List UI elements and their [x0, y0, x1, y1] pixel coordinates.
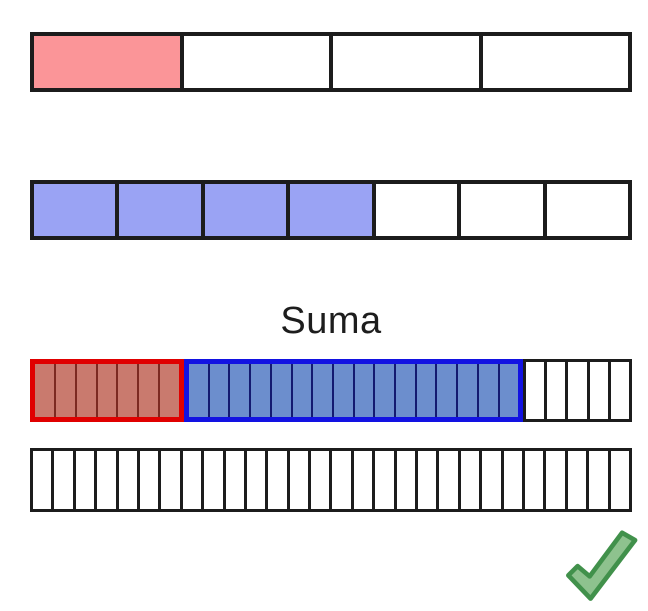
bar-cell — [461, 184, 547, 236]
bar-cell — [503, 451, 525, 509]
bar-cell — [160, 364, 180, 417]
bar-cell — [353, 451, 376, 509]
checkmark-icon — [556, 530, 640, 606]
bar-cell — [268, 451, 290, 509]
bar-cell — [547, 362, 569, 419]
bar-cell — [439, 451, 461, 509]
bar-cell — [139, 451, 162, 509]
bar-cell — [416, 364, 438, 417]
reference-bar-28-cells — [30, 448, 632, 512]
bar-cell — [396, 451, 419, 509]
bar-cell — [375, 184, 462, 236]
bar-cell — [437, 364, 459, 417]
fraction-bar-four-sevenths — [30, 180, 632, 240]
bar-cell — [546, 451, 568, 509]
bar-cell — [526, 362, 548, 419]
sum-bar-red-group — [30, 359, 184, 422]
bar-cell — [189, 364, 210, 417]
bar-cell — [333, 364, 355, 417]
bar-cell — [567, 451, 590, 509]
bar-cell — [499, 364, 519, 417]
bar-cell — [204, 451, 226, 509]
bar-cell — [33, 451, 55, 509]
bar-cell — [289, 451, 312, 509]
bar-cell — [460, 451, 483, 509]
checkmark-svg — [566, 530, 638, 601]
bar-cell — [119, 184, 205, 236]
bar-cell — [204, 184, 291, 236]
bar-cell — [55, 364, 77, 417]
bar-cell — [458, 364, 479, 417]
bar-cell — [251, 364, 272, 417]
bar-cell — [97, 451, 119, 509]
bar-cell — [271, 364, 293, 417]
sum-bar-empty-group — [523, 359, 632, 422]
bar-cell — [182, 451, 205, 509]
bar-cell — [333, 36, 483, 88]
bar-cell — [589, 451, 611, 509]
bar-cell — [375, 364, 397, 417]
bar-cell — [568, 362, 590, 419]
bar-cell — [311, 451, 333, 509]
bar-cell — [139, 364, 161, 417]
bar-cell — [524, 451, 547, 509]
sum-label: Suma — [280, 300, 382, 342]
bar-cell — [332, 451, 354, 509]
bar-cell — [34, 36, 184, 88]
bar-cell — [546, 184, 628, 236]
bar-cell — [76, 364, 98, 417]
bar-cell — [354, 364, 376, 417]
bar-cell — [396, 364, 417, 417]
bar-cell — [589, 362, 611, 419]
bar-cell — [246, 451, 269, 509]
bar-cell — [34, 184, 120, 236]
bar-cell — [292, 364, 314, 417]
bar-cell — [161, 451, 183, 509]
bar-cell — [54, 451, 76, 509]
bar-cell — [313, 364, 334, 417]
bar-cell — [35, 364, 56, 417]
sum-bar — [30, 359, 632, 422]
bar-cell — [482, 451, 504, 509]
bar-cell — [230, 364, 252, 417]
bar-cell — [225, 451, 247, 509]
bar-cell — [209, 364, 231, 417]
bar-cell — [482, 36, 628, 88]
bar-cell — [610, 451, 629, 509]
bar-cell — [118, 364, 140, 417]
checkmark-path — [566, 530, 638, 601]
bar-cell — [375, 451, 397, 509]
sum-bar-blue-group — [184, 359, 524, 422]
bar-cell — [97, 364, 119, 417]
bar-cell — [418, 451, 440, 509]
bar-cell — [118, 451, 140, 509]
bar-cell — [478, 364, 500, 417]
bar-cell — [610, 362, 629, 419]
fraction-bar-one-quarter — [30, 32, 632, 92]
bar-cell — [75, 451, 98, 509]
bar-cell — [183, 36, 333, 88]
bar-cell — [290, 184, 376, 236]
